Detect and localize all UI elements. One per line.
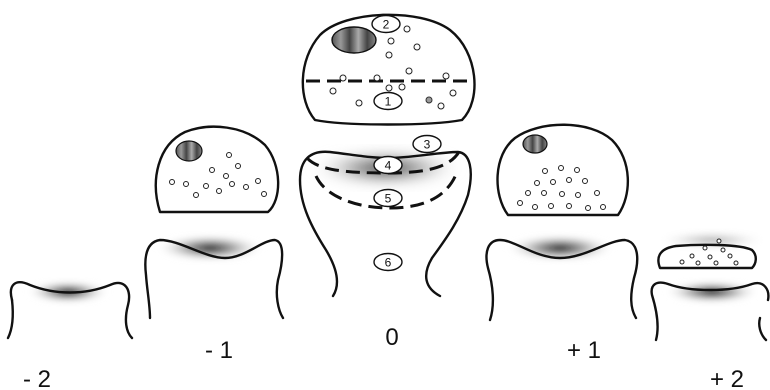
- marker-1-label: 1: [385, 95, 392, 109]
- marker-5-label: 5: [385, 192, 392, 206]
- marker-3-label: 3: [424, 138, 431, 152]
- marker-6: 6: [374, 254, 402, 271]
- marker-4-label: 4: [385, 159, 392, 173]
- dome-outline-minus-1: [156, 127, 278, 212]
- position-label-minus-1: - 1: [205, 337, 233, 364]
- stage-plus-1: [487, 125, 638, 320]
- position-label-plus-1: + 1: [567, 337, 601, 364]
- marker-2-label: 2: [383, 18, 390, 32]
- marker-2: 2: [372, 16, 400, 33]
- cup-outline-minus-2-left: [8, 300, 13, 338]
- marker-3: 3: [413, 136, 441, 153]
- cup-outline-plus-2-right: [759, 318, 766, 340]
- marker-4: 4: [374, 157, 402, 174]
- position-label-0: 0: [385, 324, 398, 351]
- shadow-plus-2: [664, 280, 760, 304]
- inclusion-plus-1: [523, 135, 547, 153]
- position-label-minus-2: - 2: [23, 366, 51, 390]
- stage-plus-2: [652, 230, 769, 340]
- inclusion-0: [332, 27, 376, 53]
- dots-plus-1: [518, 166, 606, 211]
- marker-5: 5: [374, 190, 402, 207]
- stage-minus-1: [145, 127, 283, 318]
- marker-6-label: 6: [385, 256, 392, 270]
- marker-1: 1: [374, 93, 402, 110]
- position-label-plus-2: + 2: [710, 366, 744, 390]
- shadow-minus-1: [155, 234, 265, 262]
- inclusion-minus-1: [176, 141, 202, 161]
- stage-minus-2: [8, 280, 132, 338]
